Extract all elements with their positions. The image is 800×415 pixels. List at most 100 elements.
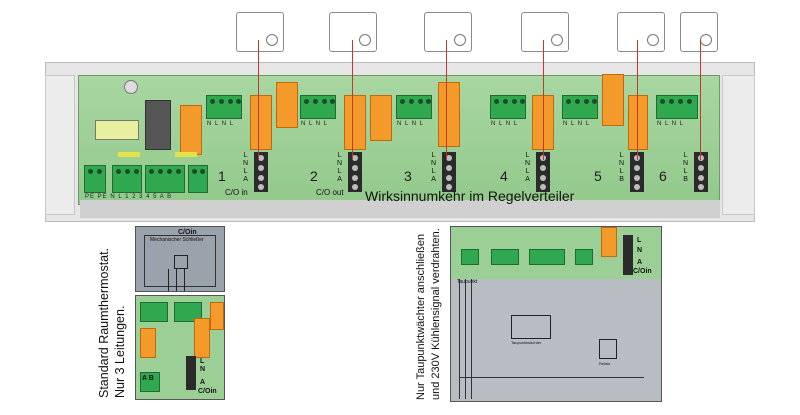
channel-relay-2b	[370, 95, 392, 141]
channel-relay-5a	[602, 74, 624, 126]
standard-thermostat-photo-bottom: A B L N A C/Oin	[135, 295, 225, 400]
terminal-label-2: N L N L	[301, 121, 329, 127]
channel-number-1: 1	[218, 168, 226, 184]
wiring-label-a: A	[637, 259, 643, 266]
wiring-terminals-4	[575, 249, 593, 265]
mounting-bracket-right	[722, 75, 755, 215]
drop-wire-2	[176, 269, 177, 291]
thermostat-wire-6	[700, 40, 701, 160]
channel-terminal-4	[490, 95, 526, 119]
photo-label-l: L	[200, 358, 205, 365]
relay-box	[599, 339, 617, 359]
terminal-label-6: N L N L	[657, 121, 685, 127]
photo-relay-2	[194, 318, 210, 358]
fuse-holder	[95, 120, 139, 140]
room-thermostat-2	[329, 12, 377, 52]
mounting-bracket-left	[45, 75, 75, 215]
main-relay	[180, 105, 202, 155]
terminal-1-5	[145, 165, 185, 193]
thermostat-wire-4	[543, 40, 544, 160]
photo-relay-1	[140, 328, 156, 358]
channel-number-2: 2	[310, 168, 318, 184]
co-out-label: C/O out	[316, 188, 344, 197]
wiring-label-l: L	[637, 237, 642, 244]
channel-socket-1	[254, 152, 268, 192]
wiring-label-n: N	[637, 247, 643, 254]
dial-icon	[551, 34, 563, 46]
transformer	[145, 100, 171, 150]
dewpoint-box	[511, 315, 551, 339]
terminal-ab	[188, 165, 208, 193]
dial-icon	[266, 34, 278, 46]
main-caption: Wirksinnumkehr im Regelverteiler	[365, 188, 575, 204]
photo-relay-3	[210, 302, 224, 330]
channel-terminal-5	[562, 95, 598, 119]
dewpoint-wiring-photo: L N A C/Oin Taupunkt Taupunktwächter Rel…	[450, 226, 662, 402]
dial-icon	[700, 34, 712, 46]
channel-terminal-6	[656, 95, 698, 119]
room-thermostat-1	[236, 12, 284, 52]
left-caption-line-2: Nur 3 Leitungen.	[113, 305, 127, 398]
terminal-nl1	[112, 165, 142, 193]
thermostat-wire-2	[352, 40, 353, 160]
photo-sockets	[186, 356, 196, 390]
wiring-relay	[601, 227, 617, 257]
drop-wire-3	[184, 269, 185, 291]
thermostat-box	[144, 235, 216, 287]
thermostat-wire-1	[258, 40, 259, 160]
photo-terminal-ab	[140, 372, 160, 392]
wiring-terminals-1	[461, 249, 479, 265]
channel-relay-1b	[276, 82, 298, 128]
channel-number-4: 4	[500, 168, 508, 184]
channel-relay-1a	[250, 95, 272, 150]
switch-box-title: Mechanischer Schließer	[150, 237, 204, 243]
channel-terminal-1	[206, 95, 242, 119]
tiny-label-3: Relais	[599, 361, 611, 366]
wiring-terminals-3	[529, 249, 565, 265]
terminal-label-1: N L N L	[207, 121, 235, 127]
channel-relay-2a	[344, 95, 366, 150]
channel-number-3: 3	[404, 168, 412, 184]
terminal-pe	[84, 165, 106, 193]
bus-wire-h	[459, 377, 644, 378]
room-thermostat-5	[617, 12, 665, 52]
right-caption-line-2: und 230V Kühlensignal verdrahten.	[430, 228, 442, 400]
room-thermostat-4	[521, 12, 569, 52]
photo-terminal-2	[174, 302, 202, 322]
channel-relay-3a	[438, 82, 460, 147]
co-in-top-label: C/Oin	[178, 229, 197, 236]
photo-label-a: A	[200, 379, 206, 386]
tiny-label-1: Taupunkt	[457, 279, 478, 285]
thermostat-wire-5	[637, 40, 638, 160]
wiring-sockets	[623, 235, 633, 275]
room-thermostat-6	[680, 12, 718, 52]
channel-number-5: 5	[594, 168, 602, 184]
photo-label-n: N	[200, 366, 206, 373]
channel-terminal-2	[300, 95, 336, 119]
terminal-label-4: N L N L	[491, 121, 519, 127]
room-thermostat-3	[424, 12, 472, 52]
bottom-rail	[80, 200, 720, 218]
channel-socket-3	[442, 152, 456, 192]
tiny-label-2: Taupunktwächter	[511, 340, 542, 345]
channel-relay-5b	[628, 95, 648, 150]
standard-thermostat-photo-top: Mechanischer Schließer	[135, 226, 225, 292]
switch-symbol	[174, 255, 188, 269]
right-caption-line-1: Nur Taupunktwächter anschließen	[415, 233, 427, 400]
photo-label-coin: C/Oin	[198, 388, 217, 395]
left-caption-line-1: Standard Raumthermostat.	[97, 247, 111, 398]
dial-icon	[647, 34, 659, 46]
bus-wire-1	[459, 279, 460, 399]
photo-terminal-1	[140, 302, 168, 322]
capacitor	[124, 80, 138, 94]
terminal-label-5: N L N L	[563, 121, 591, 127]
channel-socket-6	[694, 152, 708, 192]
dial-icon	[454, 34, 466, 46]
co-in-label: C/O in	[225, 188, 248, 197]
